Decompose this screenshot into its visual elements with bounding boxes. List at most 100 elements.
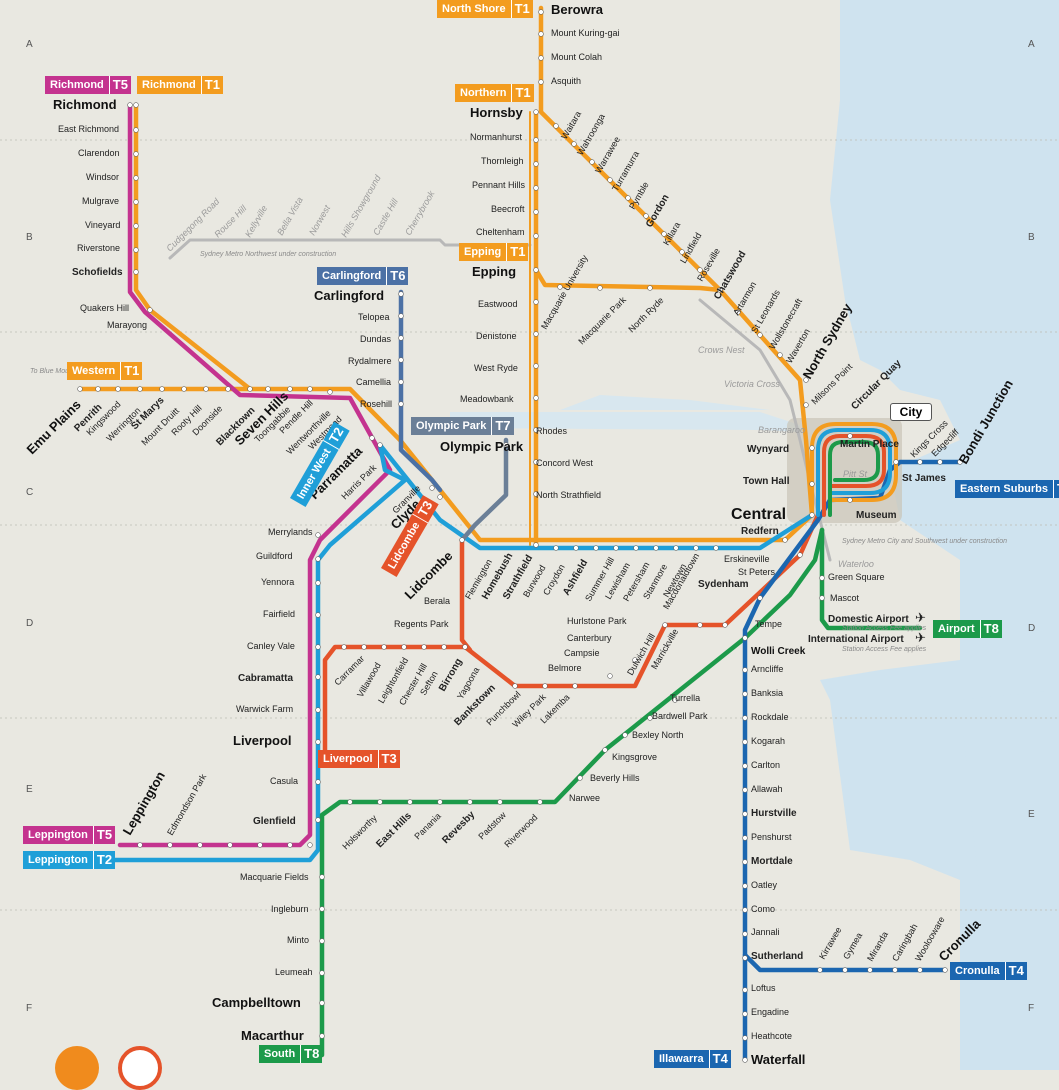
station-macarthur[interactable]: Macarthur	[241, 1028, 304, 1043]
station-schofields[interactable]: Schofields	[72, 267, 123, 278]
station-belmore[interactable]: Belmore	[548, 663, 582, 673]
station-asquith[interactable]: Asquith	[551, 76, 581, 86]
station-museum[interactable]: Museum	[856, 510, 897, 521]
station-wynyard[interactable]: Wynyard	[747, 444, 789, 455]
station-engadine[interactable]: Engadine	[751, 1007, 789, 1017]
station-panania[interactable]: Panania	[412, 811, 442, 841]
station-concord-west[interactable]: Concord West	[536, 458, 593, 468]
station-north-ryde[interactable]: North Ryde	[626, 295, 665, 334]
station-yennora[interactable]: Yennora	[261, 577, 294, 587]
station-macquarie-fields[interactable]: Macquarie Fields	[240, 872, 309, 882]
station-bexley-north[interactable]: Bexley North	[632, 730, 684, 740]
station-quakers-hill[interactable]: Quakers Hill	[80, 303, 129, 313]
station-warwick-farm[interactable]: Warwick Farm	[236, 704, 293, 714]
station-gymea[interactable]: Gymea	[841, 931, 864, 961]
station-dundas[interactable]: Dundas	[360, 334, 392, 344]
station-mulgrave[interactable]: Mulgrave	[82, 196, 119, 206]
line-badge-t4-eastern-suburbs[interactable]: Eastern SuburbsT4	[955, 480, 1059, 498]
station-macdonaldtown[interactable]: Macdonaldtown	[661, 551, 701, 611]
station-waterfall[interactable]: Waterfall	[751, 1052, 805, 1067]
station-normanhurst[interactable]: Normanhurst	[470, 132, 523, 142]
station-redfern[interactable]: Redfern	[741, 526, 779, 537]
station-epping[interactable]: Epping	[472, 264, 516, 279]
station-hurstville[interactable]: Hurstville	[751, 808, 797, 819]
station-narwee[interactable]: Narwee	[569, 793, 600, 803]
station-st-james[interactable]: St James	[902, 473, 946, 484]
station-carlingford[interactable]: Carlingford	[314, 288, 384, 303]
station-canterbury[interactable]: Canterbury	[567, 633, 612, 643]
station-international-airport[interactable]: International Airport	[808, 634, 904, 645]
station-loftus[interactable]: Loftus	[751, 983, 776, 993]
station-holsworthy[interactable]: Holsworthy	[340, 813, 379, 852]
station-kirrawee[interactable]: Kirrawee	[817, 925, 843, 961]
station-mortdale[interactable]: Mortdale	[751, 856, 793, 867]
station-denistone[interactable]: Denistone	[476, 331, 517, 341]
station-town-hall[interactable]: Town Hall	[743, 476, 790, 487]
station-banksia[interactable]: Banksia	[751, 688, 783, 698]
station-padstow[interactable]: Padstow	[476, 810, 508, 842]
station-st-peters[interactable]: St Peters	[738, 567, 776, 577]
station-beecroft[interactable]: Beecroft	[491, 204, 525, 214]
station-central[interactable]: Central	[731, 506, 786, 523]
station-minto[interactable]: Minto	[287, 935, 309, 945]
station-jannali[interactable]: Jannali	[751, 927, 780, 937]
station-hurlstone-park[interactable]: Hurlstone Park	[567, 616, 627, 626]
station-riverstone[interactable]: Riverstone	[77, 243, 120, 253]
station-mount-colah[interactable]: Mount Colah	[551, 52, 602, 62]
station-vineyard[interactable]: Vineyard	[85, 220, 120, 230]
station-rosehill[interactable]: Rosehill	[360, 399, 392, 409]
station-heathcote[interactable]: Heathcote	[751, 1031, 792, 1041]
station-erskineville[interactable]: Erskineville	[724, 554, 770, 564]
station-turrella[interactable]: Turrella	[670, 693, 700, 703]
station-cheltenham[interactable]: Cheltenham	[476, 227, 525, 237]
station-revesby[interactable]: Revesby	[440, 809, 477, 846]
station-kogarah[interactable]: Kogarah	[751, 736, 785, 746]
station-carlton[interactable]: Carlton	[751, 760, 780, 770]
station-camellia[interactable]: Camellia	[356, 377, 391, 387]
station-leppington[interactable]: Leppington	[120, 769, 168, 838]
station-turramurra[interactable]: Turramurra	[610, 149, 641, 193]
station-mascot[interactable]: Mascot	[830, 593, 860, 603]
station-rhodes[interactable]: Rhodes	[536, 426, 568, 436]
station-merrylands[interactable]: Merrylands	[268, 527, 313, 537]
station-gordon[interactable]: Gordon	[644, 193, 672, 230]
station-regents-park[interactable]: Regents Park	[394, 619, 449, 629]
station-berala[interactable]: Berala	[424, 596, 450, 606]
station-east-richmond[interactable]: East Richmond	[58, 124, 119, 134]
station-canley-vale[interactable]: Canley Vale	[247, 641, 295, 651]
station-campbelltown[interactable]: Campbelltown	[212, 995, 301, 1010]
station-beverly-hills[interactable]: Beverly Hills	[590, 773, 640, 783]
station-waitara[interactable]: Waitara	[559, 109, 583, 141]
station-ingleburn[interactable]: Ingleburn	[271, 904, 309, 914]
station-allawah[interactable]: Allawah	[751, 784, 783, 794]
station-guildford[interactable]: Guildford	[256, 551, 293, 561]
station-richmond[interactable]: Richmond	[53, 97, 117, 112]
station-marayong[interactable]: Marayong	[107, 320, 147, 330]
station-east-hills[interactable]: East Hills	[374, 810, 414, 850]
station-edmondson-park[interactable]: Edmondson Park	[165, 772, 208, 837]
station-fairfield[interactable]: Fairfield	[263, 609, 295, 619]
station-west-ryde[interactable]: West Ryde	[474, 363, 518, 373]
station-eastwood[interactable]: Eastwood	[478, 299, 518, 309]
station-como[interactable]: Como	[751, 904, 775, 914]
station-wolli-creek[interactable]: Wolli Creek	[751, 646, 806, 657]
station-warrawee[interactable]: Warrawee	[593, 135, 622, 175]
station-macquarie-park[interactable]: Macquarie Park	[576, 294, 628, 346]
station-riverwood[interactable]: Riverwood	[502, 812, 539, 849]
station-rockdale[interactable]: Rockdale	[751, 712, 789, 722]
station-rydalmere[interactable]: Rydalmere	[348, 356, 392, 366]
station-miranda[interactable]: Miranda	[865, 930, 890, 963]
station-pennant-hills[interactable]: Pennant Hills	[472, 180, 526, 190]
station-domestic-airport[interactable]: Domestic Airport	[828, 614, 909, 625]
